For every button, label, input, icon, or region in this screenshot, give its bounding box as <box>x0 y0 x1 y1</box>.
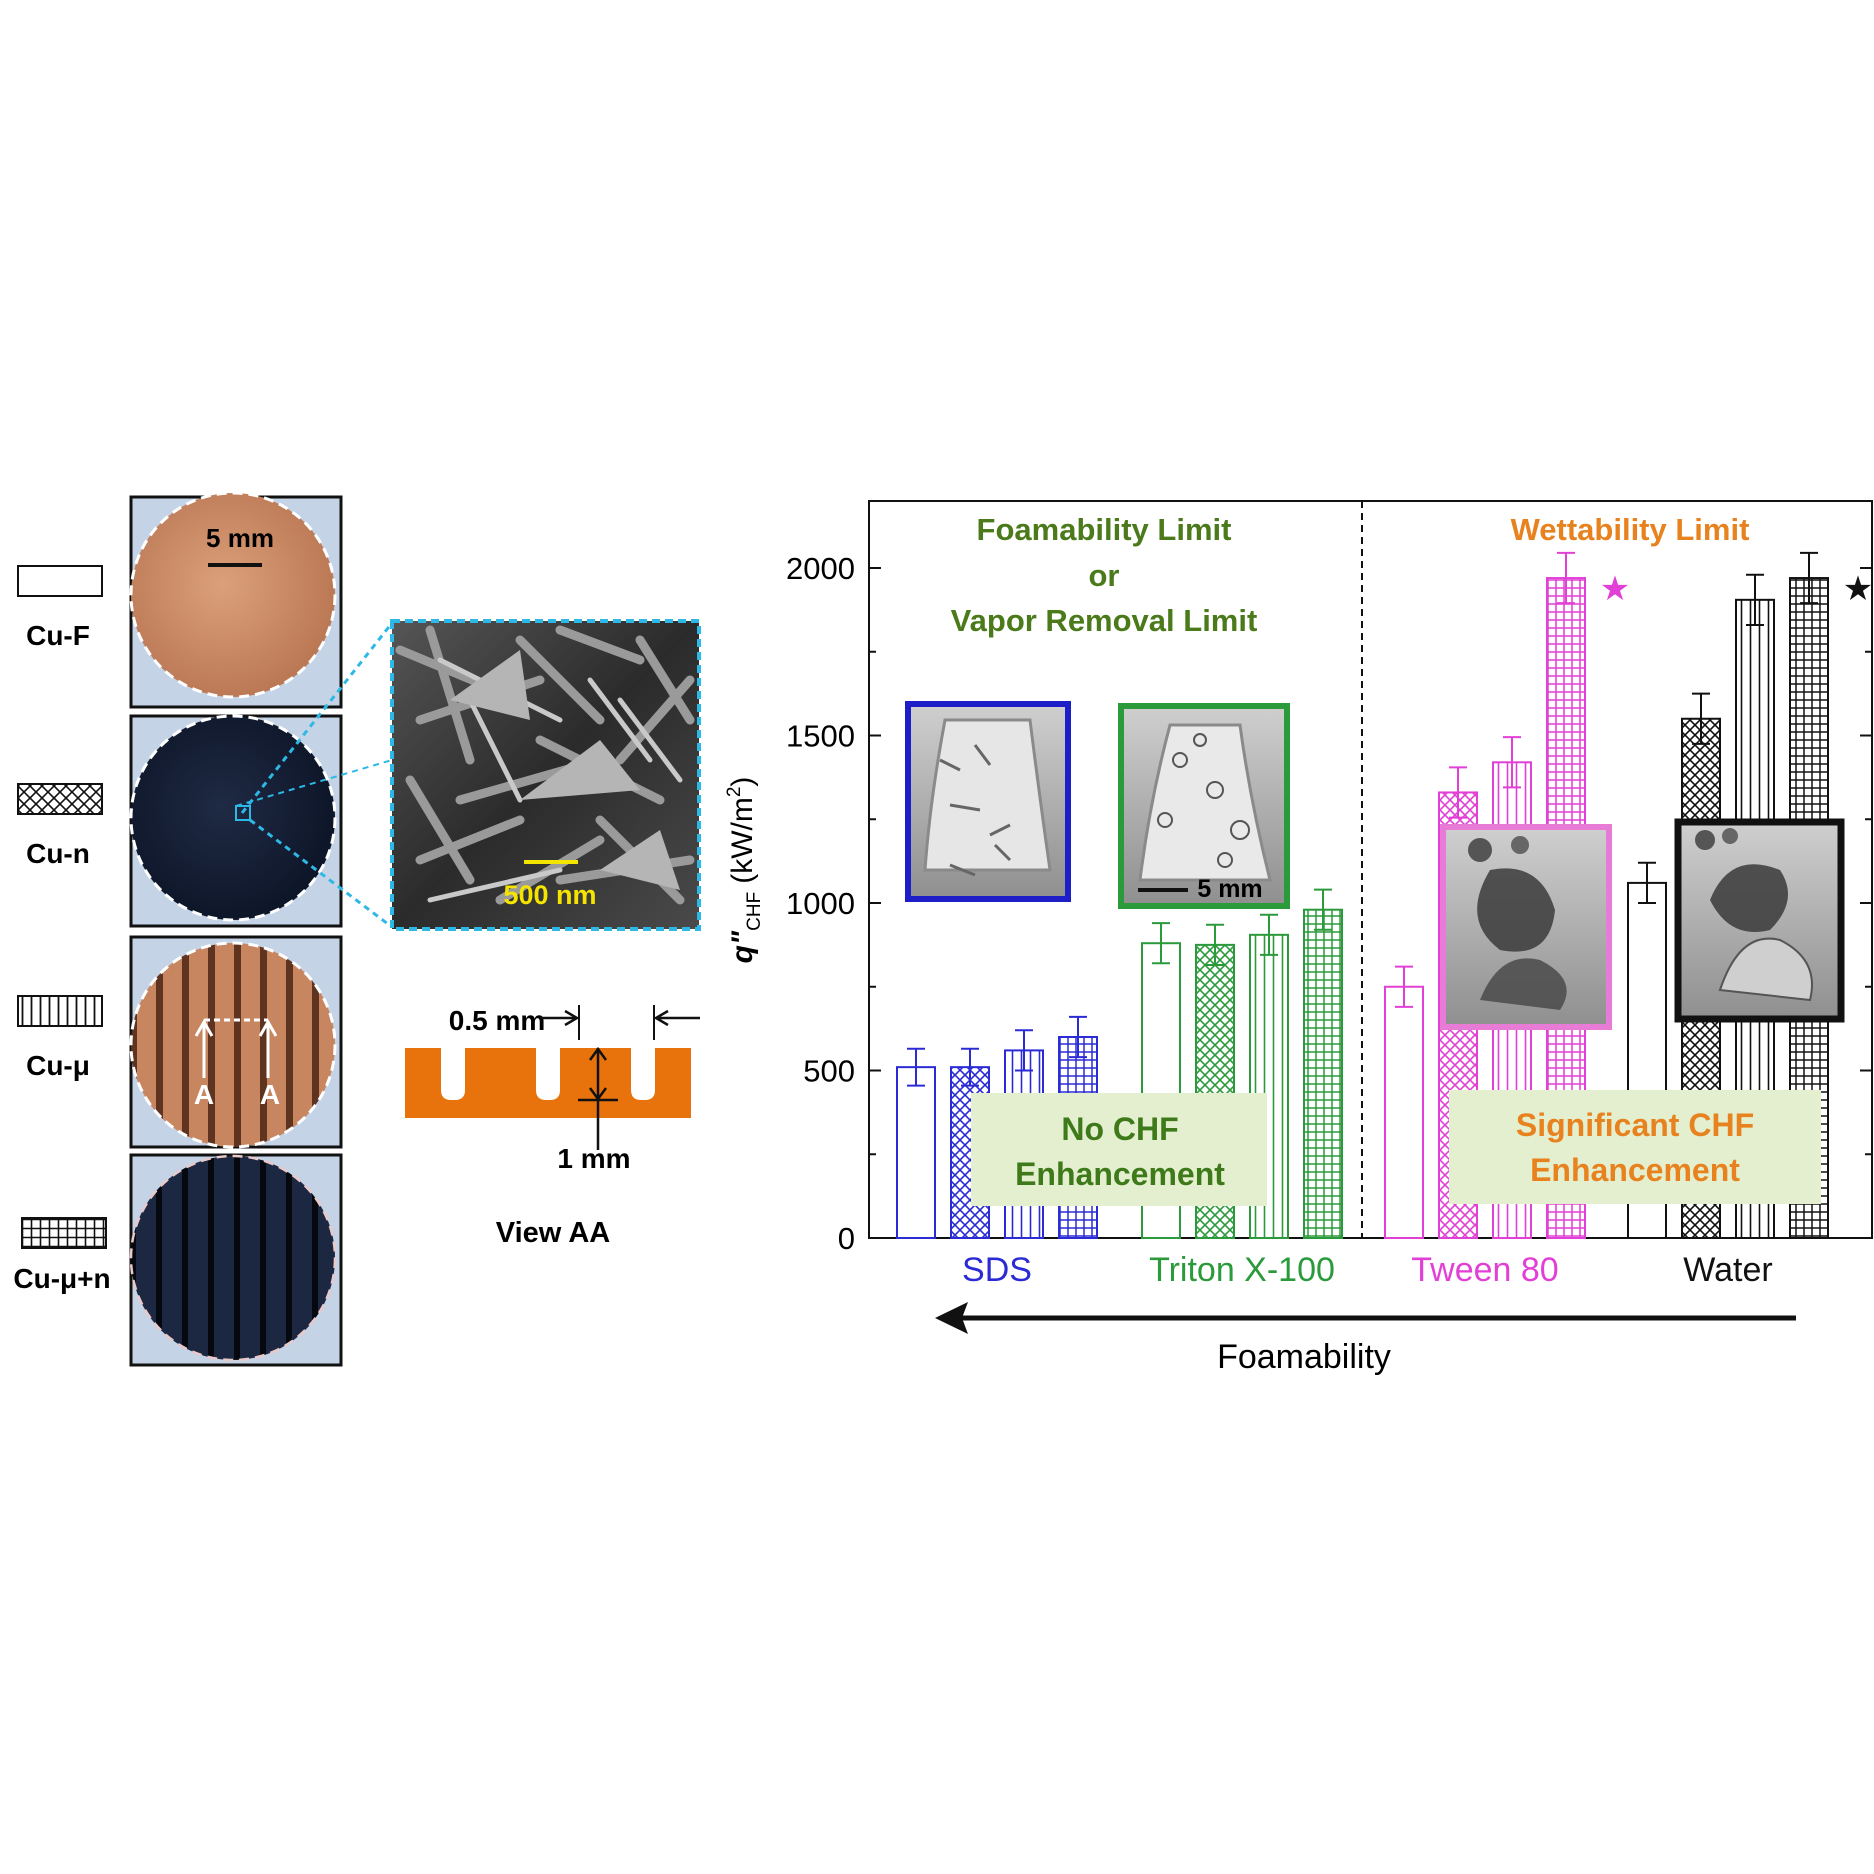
groove-cross-section: 0.5 mm 1 mm View AA <box>405 1005 700 1249</box>
bar-tween-80-1 <box>1384 985 1424 1239</box>
error-bar <box>1746 573 1764 626</box>
legend-swatch-grid <box>21 1217 107 1249</box>
foamability-arrow: Foamability <box>935 1302 1796 1376</box>
groove-profile <box>405 1048 691 1118</box>
left-regime-title-line3: Vapor Removal Limit <box>951 603 1258 638</box>
error-bar <box>1800 551 1818 605</box>
error-bar <box>1260 913 1278 956</box>
legend-label: Cu-F <box>26 620 90 651</box>
legend-label: Cu-n <box>26 838 90 869</box>
sem-inset: 500 nm <box>235 619 701 931</box>
photo-cu-n <box>129 714 343 928</box>
error-bar <box>1638 861 1656 904</box>
error-bar <box>1206 923 1224 966</box>
photo-cu-mu-n <box>129 1153 343 1367</box>
y-axis-symbol: q" <box>726 930 759 963</box>
groove-depth-label: 1 mm <box>557 1143 630 1174</box>
inset-water-bubbles <box>1674 818 1845 1023</box>
axis-layer: SDS Triton X-100 Tween 80 Water ★ ★ 0 500 1000 15… <box>786 551 1873 1289</box>
y-tick-label: 1000 <box>786 886 855 921</box>
y-tick-label: 2000 <box>786 551 855 586</box>
plot-frame <box>868 500 1873 1239</box>
y-axis-subscript: CHF <box>744 892 765 931</box>
error-bar <box>1015 1029 1033 1072</box>
photo-cu-f: 5 mm <box>129 491 343 709</box>
x-tick-label: Tween 80 <box>1411 1251 1558 1289</box>
x-tick-label: Water <box>1683 1251 1772 1289</box>
inset-tween-bubbles <box>1440 824 1612 1030</box>
no-enhancement-box: No CHF Enhancement <box>971 1093 1267 1206</box>
legend-swatch-open <box>17 565 103 597</box>
legend-swatch-cross <box>17 783 103 815</box>
significant-enhancement-line1: Significant CHF <box>1516 1107 1754 1143</box>
y-tick-label: 500 <box>803 1054 855 1089</box>
x-tick-label: Triton X-100 <box>1149 1251 1335 1289</box>
significant-enhancement-line2: Enhancement <box>1530 1152 1740 1188</box>
sem-nanostructures <box>395 625 695 905</box>
legend-item-cu-f: Cu-F <box>17 565 103 651</box>
error-bar <box>1503 736 1521 789</box>
error-bar <box>1692 692 1710 745</box>
error-bar <box>961 1047 979 1087</box>
left-regime-title: Foamability Limit <box>977 512 1232 547</box>
inset-sds-bubbles <box>905 701 1071 902</box>
error-bar <box>1069 1015 1087 1059</box>
left-regime-title-or: or <box>1089 558 1120 593</box>
svg-text:q"CHF(kW/m2): q"CHF (kW/m2) <box>724 777 765 964</box>
significant-enhancement-box: Significant CHF Enhancement <box>1449 1090 1821 1204</box>
inset-scale-label: 5 mm <box>1197 875 1262 903</box>
error-bar <box>1395 965 1413 1008</box>
photo-cu-mu: A A <box>129 935 343 1149</box>
foamability-label: Foamability <box>1217 1338 1391 1376</box>
x-tick-label: SDS <box>962 1251 1032 1289</box>
section-marker-a: A <box>194 1079 214 1110</box>
legend-item-cu-n: Cu-n <box>17 783 103 869</box>
legend-label: Cu-μ+n <box>13 1263 110 1294</box>
y-axis-unit-close: ) <box>726 777 759 787</box>
legend-item-cu-mu-n: Cu-μ+n <box>13 1217 111 1294</box>
chf-bar-chart: q"CHF (kW/m2) Foamability Limit or Vapor … <box>724 500 1873 1376</box>
no-enhancement-line2: Enhancement <box>1015 1156 1225 1192</box>
surface-legend: Cu-F Cu-n Cu-μ Cu-μ+n <box>13 565 111 1294</box>
surface-photos: 5 mm A A <box>129 491 343 1367</box>
y-axis-label: q"CHF (kW/m2) <box>724 777 765 964</box>
error-bar <box>1557 551 1575 605</box>
inset-triton-bubbles: 5 mm <box>1118 703 1290 909</box>
bar-triton-x-100-4 <box>1303 908 1343 1239</box>
error-bar <box>1152 922 1170 965</box>
error-bar <box>907 1047 925 1087</box>
view-label: View AA <box>496 1217 610 1249</box>
right-regime-title: Wettability Limit <box>1511 512 1750 547</box>
bar-sds-1 <box>896 1066 936 1240</box>
y-axis-unit: (kW/m <box>726 797 759 884</box>
legend-swatch-vertical <box>17 995 103 1027</box>
legend-item-cu-mu: Cu-μ <box>17 995 103 1081</box>
no-enhancement-line1: No CHF <box>1061 1111 1178 1147</box>
section-marker-a: A <box>260 1079 280 1110</box>
y-tick-label: 0 <box>838 1221 855 1256</box>
error-bar <box>1449 766 1467 819</box>
star-marker: ★ <box>1843 569 1873 609</box>
error-bar <box>1314 888 1332 931</box>
sem-scale-label: 500 nm <box>503 880 596 910</box>
legend-label: Cu-μ <box>26 1050 90 1081</box>
groove-width-label: 0.5 mm <box>449 1005 546 1036</box>
y-tick-label: 1500 <box>786 719 855 754</box>
star-marker: ★ <box>1600 569 1630 609</box>
photo-scale-label: 5 mm <box>206 523 274 553</box>
y-axis-superscript: 2 <box>724 787 745 798</box>
